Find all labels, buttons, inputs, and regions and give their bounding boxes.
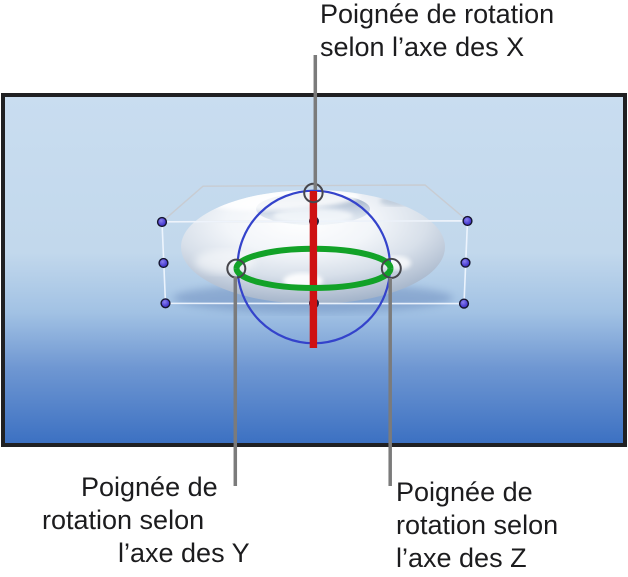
selection-handle[interactable] bbox=[160, 298, 171, 309]
selection-handle[interactable] bbox=[462, 215, 473, 227]
callout-label-y-line: rotation selon bbox=[42, 505, 205, 535]
torus-sheen-left bbox=[195, 250, 255, 274]
selection-handle[interactable] bbox=[460, 257, 471, 268]
callout-label-z: Poignée de rotation selon l’axe des Z bbox=[396, 476, 558, 575]
callout-label-z-line: l’axe des Z bbox=[396, 543, 527, 573]
callout-label-x: Poignée de rotation selon l’axe des X bbox=[320, 0, 554, 64]
selection-handle[interactable] bbox=[158, 257, 169, 269]
callout-label-y: Poignée de rotation selon l’axe des Y bbox=[42, 471, 250, 570]
callout-label-y-line: l’axe des Y bbox=[118, 538, 250, 568]
callout-label-x-line: Poignée de rotation bbox=[320, 0, 555, 29]
selection-handle[interactable] bbox=[458, 298, 470, 309]
selection-handle[interactable] bbox=[156, 216, 168, 228]
z-axis-rotation-handle[interactable] bbox=[380, 257, 402, 279]
callout-label-y-line: Poignée de bbox=[81, 472, 218, 502]
y-axis-rotation-ring-front[interactable] bbox=[233, 267, 394, 291]
callout-label-z-line: Poignée de bbox=[396, 477, 533, 507]
x-axis-rotation-handle[interactable] bbox=[303, 182, 324, 204]
callout-label-x-line: selon l’axe des X bbox=[320, 32, 525, 62]
callout-label-z-line: rotation selon bbox=[396, 510, 559, 540]
